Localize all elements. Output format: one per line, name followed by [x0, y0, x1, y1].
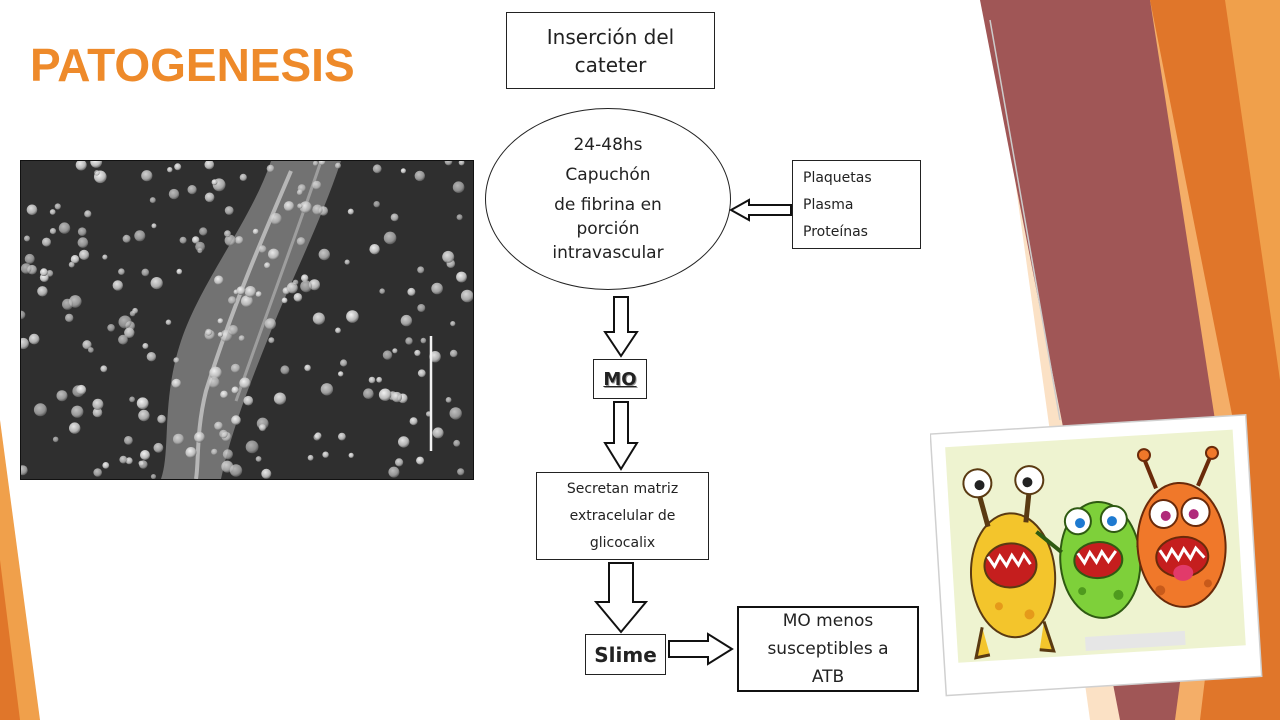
component-item: Proteínas	[803, 224, 868, 240]
slime-text: Slime	[594, 642, 657, 667]
ellipse-cap-text: Capuchón	[565, 165, 651, 185]
hollow-arrow-down-icon	[594, 562, 648, 634]
mo-text: MO	[603, 368, 637, 390]
ellipse-fibrin-text: de fibrina en porción intravascular	[552, 195, 664, 263]
slime-box: Slime	[585, 634, 666, 675]
component-item: Plasma	[803, 197, 854, 213]
result-text: MO menos susceptibles a ATB	[767, 611, 889, 687]
mo-box: MO	[593, 359, 647, 399]
hollow-arrow-down-icon	[603, 296, 639, 358]
blood-components-list: Plaquetas Plasma Proteínas	[792, 160, 921, 249]
secretion-box: Secretan matriz extracelular de glicocal…	[536, 472, 709, 560]
page-title: PATOGENESIS	[30, 39, 355, 91]
ellipse-time-text: 24-48hs	[573, 135, 643, 155]
hollow-arrow-down-icon	[603, 401, 639, 471]
microscope-image	[20, 160, 474, 480]
insertion-text: Inserción del cateter	[546, 24, 675, 77]
microbe-cartoon-image	[930, 413, 1263, 697]
insertion-box: Inserción del cateter	[506, 12, 715, 89]
hollow-arrow-left-icon	[729, 198, 792, 222]
fibrin-ellipse: 24-48hs Capuchón de fibrina en porción i…	[485, 108, 731, 290]
hollow-arrow-right-icon	[668, 632, 734, 666]
result-box: MO menos susceptibles a ATB	[737, 606, 919, 692]
secretion-text: Secretan matriz extracelular de glicocal…	[566, 480, 679, 551]
component-item: Plaquetas	[803, 170, 872, 186]
